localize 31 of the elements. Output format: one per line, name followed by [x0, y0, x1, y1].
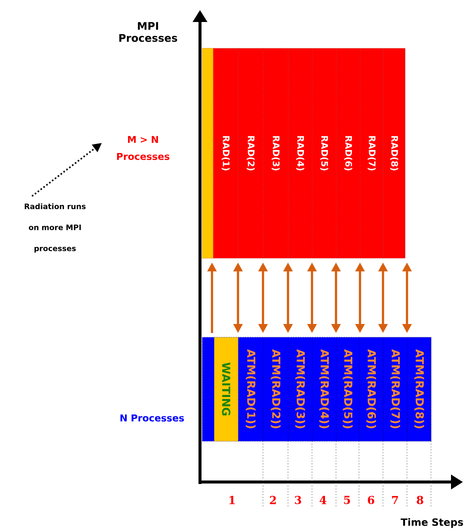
rad-column: RAD(7): [360, 48, 384, 258]
atm-column: ATM(RAD(1)): [238, 337, 264, 442]
annotation-text: N Processes: [120, 414, 184, 422]
rad-column: RAD(4): [288, 48, 312, 258]
waiting-column: WAITING: [214, 337, 238, 442]
atm-column: ATM(RAD(8)): [407, 337, 432, 442]
atm-column: ATM(RAD(7)): [383, 337, 408, 442]
idle-bar: [202, 48, 214, 258]
tick-label: 4: [320, 496, 326, 504]
rad-column: RAD(1): [213, 48, 238, 258]
axis-title: Time Steps: [400, 518, 463, 528]
tick-label: 1: [230, 496, 235, 504]
atm-column: ATM(RAD(6)): [359, 337, 384, 442]
annotation-text: M > N Processes: [117, 136, 170, 160]
rad-column: RAD(5): [312, 48, 336, 258]
tick-label: 5: [344, 496, 350, 504]
tick-label: 2: [270, 496, 276, 504]
rad-column: RAD(6): [336, 48, 360, 258]
tick-label: 3: [294, 496, 302, 504]
atm-column: ATM(RAD(5)): [336, 337, 360, 442]
atm-column: ATM(RAD(3)): [288, 337, 312, 442]
radiation-band: [202, 48, 406, 258]
rad-column: RAD(3): [263, 48, 288, 258]
axis-title: MPI Processes: [119, 22, 178, 42]
tick-label: 6: [368, 496, 374, 504]
rad-column: RAD(8): [383, 48, 406, 258]
tick-label: 8: [416, 496, 424, 504]
atm-column: ATM(RAD(4)): [312, 337, 336, 442]
rad-column: RAD(2): [238, 48, 264, 258]
tick-label: 7: [392, 496, 398, 504]
atm-column: ATM(RAD(2)): [263, 337, 288, 442]
